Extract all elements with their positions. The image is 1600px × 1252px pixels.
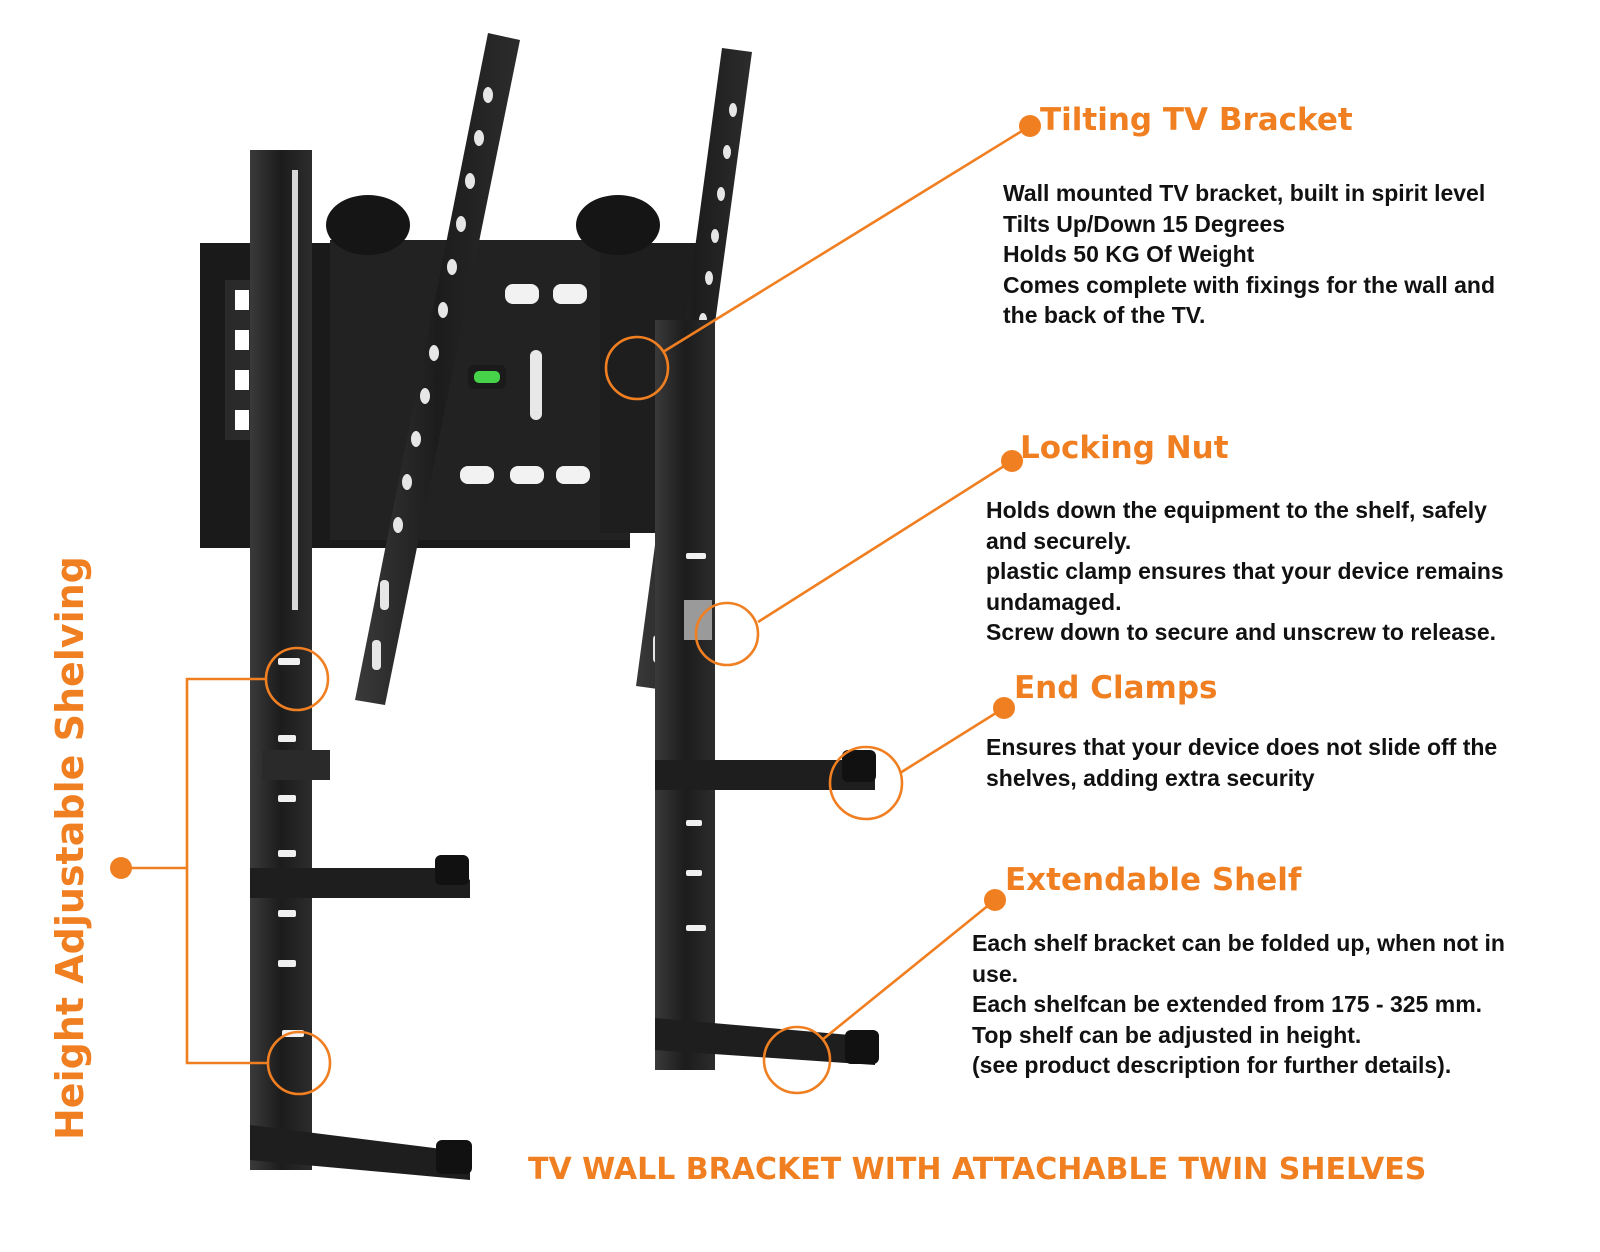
description-line: the back of the TV. (1003, 302, 1206, 328)
description-line: (see product description for further det… (972, 1052, 1452, 1078)
feature-description-end-clamps: Ensures that your device does not slide … (986, 732, 1497, 793)
left-shelf-pole (250, 150, 472, 1180)
callout-dot-locking-nut (1001, 450, 1023, 472)
description-line: Ensures that your device does not slide … (986, 734, 1498, 760)
description-line: Wall mounted TV bracket, built in spirit… (1003, 180, 1486, 206)
feature-title-locking-nut: Locking Nut (1020, 430, 1229, 466)
callout-lines (110, 115, 1041, 1096)
callout-line-extendable-shelf (821, 898, 996, 1042)
callout-ring-extendable-shelf (762, 1025, 832, 1095)
feature-title-end-clamps: End Clamps (1014, 670, 1218, 706)
callout-line-locking-nut (757, 459, 1013, 624)
description-line: Top shelf can be adjusted in height. (972, 1021, 1362, 1048)
description-line: Each shelfcan be extended from 175 - 325… (972, 991, 1483, 1017)
feature-description-extendable-shelf: Each shelf bracket can be folded up, whe… (972, 928, 1505, 1081)
left-tilt-arm (355, 33, 520, 705)
description-line: Tilts Up/Down 15 Degrees (1003, 210, 1286, 237)
description-line: Holds 50 KG Of Weight (1003, 241, 1255, 267)
callout-line-end-clamps (899, 706, 1005, 775)
callout-ring-height-lower (266, 1030, 332, 1096)
callout-ring-locking-nut (694, 601, 760, 667)
callout-dot-height-adjustable (110, 857, 132, 879)
description-line: undamaged. (986, 588, 1122, 615)
description-line: Each shelf bracket can be folded up, whe… (972, 930, 1505, 956)
description-line: plastic clamp ensures that your device r… (986, 558, 1504, 584)
callout-dot-extendable-shelf (984, 889, 1006, 911)
headline: TV WALL BRACKET WITH ATTACHABLE TWIN SHE… (528, 1152, 1427, 1187)
callout-dot-end-clamps (993, 697, 1015, 719)
description-line: and securely. (986, 527, 1132, 554)
feature-description-locking-nut: Holds down the equipment to the shelf, s… (986, 495, 1504, 648)
description-line: Screw down to secure and unscrew to rele… (986, 619, 1497, 645)
callout-ring-end-clamps (828, 745, 904, 821)
callout-dot-tilting-tv-bracket (1019, 115, 1041, 137)
description-line: use. (972, 960, 1019, 987)
feature-description-tilting-tv-bracket: Wall mounted TV bracket, built in spirit… (1003, 178, 1495, 331)
description-line: Comes complete with fixings for the wall… (1003, 271, 1496, 298)
feature-title-tilting-tv-bracket: Tilting TV Bracket (1040, 102, 1353, 138)
side-label-height-adjustable-shelving: Height Adjustable Shelving (48, 556, 92, 1140)
description-line: shelves, adding extra security (986, 764, 1315, 791)
description-line: Holds down the equipment to the shelf, s… (986, 497, 1487, 523)
callout-ring-tilting-tv-bracket (604, 335, 670, 401)
feature-title-extendable-shelf: Extendable Shelf (1005, 862, 1302, 898)
right-shelf-pole (655, 320, 879, 1070)
callout-ring-height-upper (264, 646, 330, 712)
wall-plate (200, 195, 705, 548)
callout-bracket-height-adjustable (185, 677, 268, 1065)
callout-line-tilting-tv-bracket (662, 124, 1031, 354)
